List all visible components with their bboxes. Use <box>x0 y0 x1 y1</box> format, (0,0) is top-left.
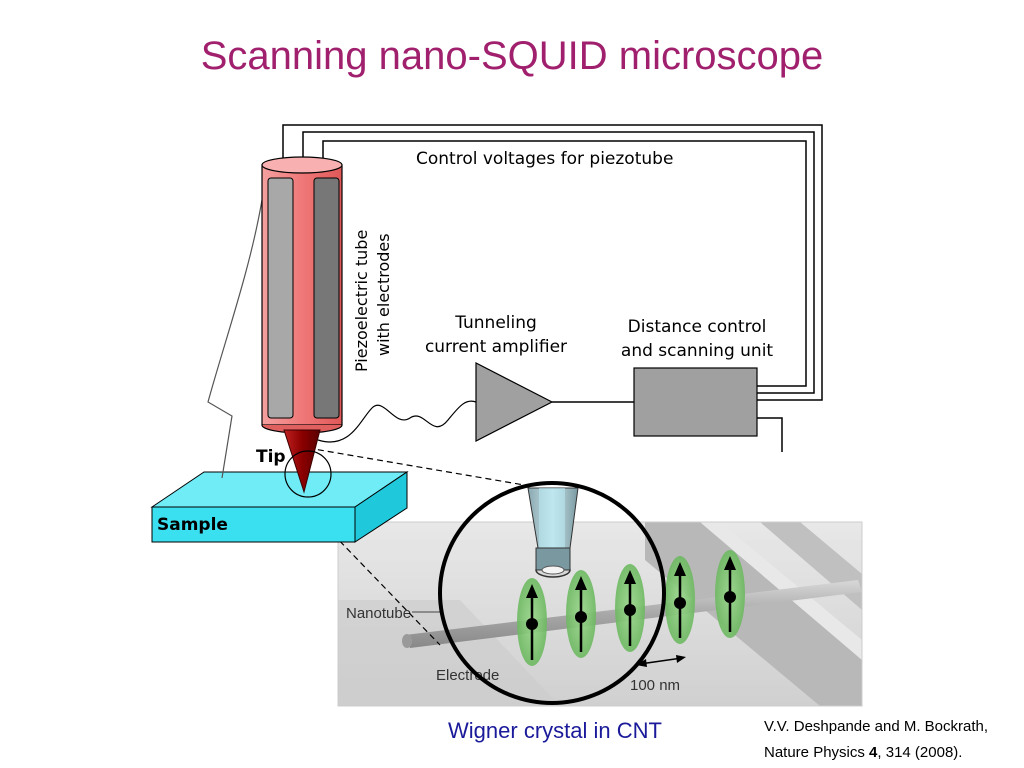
sample-cable <box>207 199 263 479</box>
reference-line1: V.V. Deshpande and M. Bockrath, <box>764 718 989 735</box>
piezotube <box>261 156 343 434</box>
amplifier-triangle <box>475 362 554 442</box>
spin-blob <box>615 564 645 652</box>
scale-arrow <box>636 655 686 667</box>
amplifier-label-line2: current amplifier <box>425 337 567 357</box>
spin-blob <box>665 556 695 644</box>
signal-wire <box>317 400 477 443</box>
slide-title: Scanning nano-SQUID microscope <box>200 34 824 78</box>
reference: V.V. Deshpande and M. Bockrath, Nature P… <box>764 714 1022 766</box>
spin-array <box>517 550 745 666</box>
control-voltages-label: Control voltages for piezotube <box>416 149 673 169</box>
reference-pages: , 314 (2008). <box>877 744 963 761</box>
distance-control-box <box>633 367 758 437</box>
inset-panel <box>338 522 862 706</box>
sample-label: Sample <box>157 515 228 535</box>
electrode-label: Electrode <box>436 667 499 684</box>
tip-circle <box>284 450 332 498</box>
tip <box>283 429 321 494</box>
amplifier-label-line1: Tunneling <box>454 313 537 333</box>
spin-blob <box>715 550 745 638</box>
piezo-label-line1: Piezoelectric tube <box>352 230 371 372</box>
unit-output-wire <box>757 417 783 452</box>
scale-label: 100 nm <box>630 677 680 694</box>
piezo-label-line2: with electrodes <box>374 233 393 356</box>
spin-blob <box>517 578 547 666</box>
reference-journal: Nature Physics <box>764 744 870 761</box>
tip-label: Tip <box>256 447 286 467</box>
sample-block <box>150 471 409 543</box>
control-wires <box>282 124 823 401</box>
distance-label-line2: and scanning unit <box>621 341 774 361</box>
reference-line2: Nature Physics 4, 314 (2008). <box>764 740 1022 766</box>
distance-label-line1: Distance control <box>628 317 767 337</box>
nano-squid-probe <box>527 487 579 578</box>
nanotube-label: Nanotube <box>346 605 411 622</box>
spin-blob <box>566 570 596 658</box>
figure-caption: Wigner crystal in CNT <box>448 718 662 743</box>
magnifier-circle <box>438 481 666 705</box>
reference-volume: 4 <box>869 744 878 761</box>
